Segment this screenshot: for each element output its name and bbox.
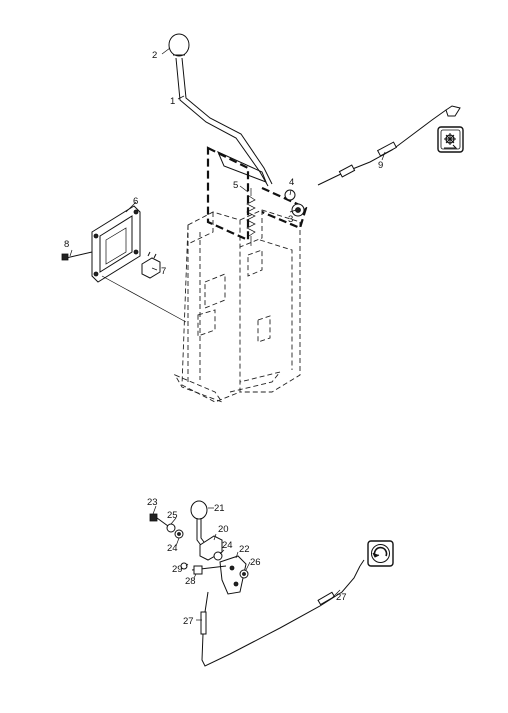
callout-1: 1 xyxy=(170,96,175,107)
callout-7: 7 xyxy=(161,266,166,277)
shift-cable xyxy=(317,105,461,186)
lower-bracket xyxy=(191,535,247,595)
callout-27: 27 xyxy=(336,592,347,603)
callout-21: 21 xyxy=(214,503,225,514)
callout-8: 8 xyxy=(64,239,69,250)
nut-and-washer xyxy=(284,189,305,217)
shift-lever xyxy=(175,57,273,187)
leader-lines-lower xyxy=(152,505,341,621)
callout-2: 2 xyxy=(152,50,157,61)
callout-5: 5 xyxy=(233,180,238,191)
mounting-bracket xyxy=(206,146,308,242)
gear-shift-icon xyxy=(437,126,464,153)
callout-9: 9 xyxy=(378,160,383,171)
callout-4: 4 xyxy=(289,177,294,188)
switch xyxy=(141,251,161,279)
callout-3: 3 xyxy=(288,214,293,225)
callout-24: 24 xyxy=(167,543,178,554)
screw xyxy=(61,251,93,261)
lower-callouts: 20 21 22 23 24 24 25 26 27 27 28 29 xyxy=(147,497,347,627)
spring xyxy=(246,188,256,246)
lower-cable xyxy=(200,559,365,667)
leader-lines-upper xyxy=(69,47,386,323)
callout-24: 24 xyxy=(222,540,233,551)
upper-callouts: 1 2 3 4 5 6 7 8 9 xyxy=(64,50,383,277)
callout-26: 26 xyxy=(250,557,261,568)
console-plate xyxy=(91,205,141,283)
callout-20: 20 xyxy=(218,524,229,535)
callout-23: 23 xyxy=(147,497,158,508)
callout-29: 29 xyxy=(172,564,183,575)
callout-22: 22 xyxy=(239,544,250,555)
lower-hardware xyxy=(149,513,249,579)
callout-25: 25 xyxy=(167,510,178,521)
callout-6: 6 xyxy=(133,196,138,207)
callout-28: 28 xyxy=(185,576,196,587)
housing-frame xyxy=(173,209,301,403)
reverse-rotation-icon xyxy=(367,540,394,567)
shift-knob xyxy=(168,33,190,57)
callout-27: 27 xyxy=(183,616,194,627)
